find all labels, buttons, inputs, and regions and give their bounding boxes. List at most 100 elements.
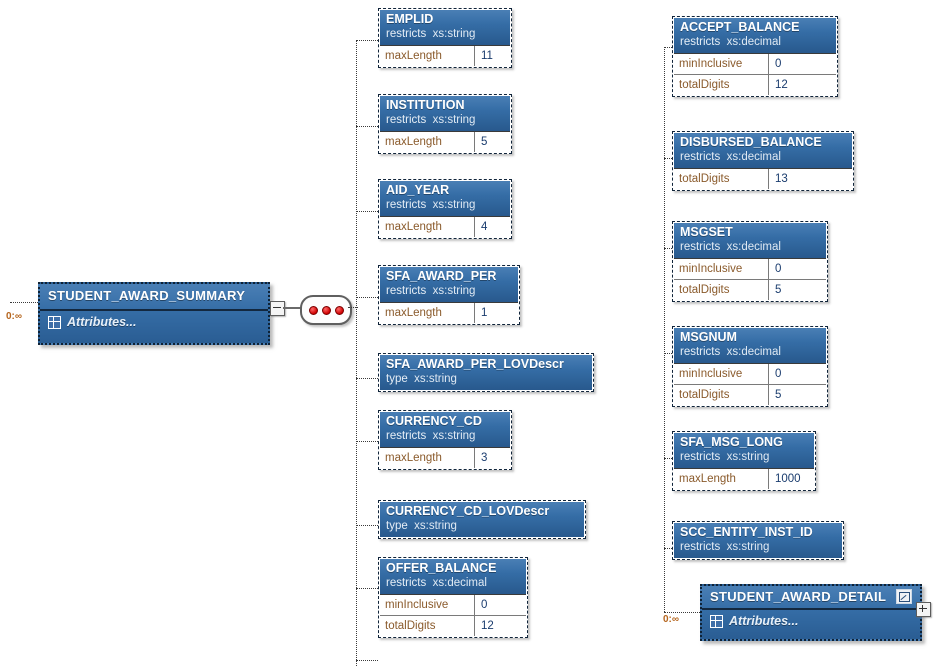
node-type-value: xs:string: [432, 199, 476, 211]
node-header: MSGNUM restricts xs:decimal: [674, 328, 826, 363]
root-attributes-row[interactable]: Attributes...: [40, 311, 268, 334]
node-facets: maxLength 5: [380, 131, 510, 152]
node-currency-cd-lovdescr[interactable]: CURRENCY_CD_LOVDescr type xs:string: [378, 500, 586, 539]
node-type-keyword: type: [386, 373, 408, 385]
facet-row: maxLength 1000: [674, 469, 814, 489]
node-type-keyword: restricts: [386, 285, 427, 297]
sequence-compositor[interactable]: [300, 295, 352, 325]
element-student-award-detail[interactable]: STUDENT_AWARD_DETAIL Attributes...: [700, 584, 922, 641]
node-header: CURRENCY_CD_LOVDescr type xs:string: [380, 502, 584, 537]
facet-row: maxLength 1: [380, 303, 518, 323]
facet-value: 5: [775, 284, 782, 296]
facet-name: minInclusive: [674, 364, 769, 384]
node-type-value: xs:string: [414, 520, 457, 532]
node-type-keyword: restricts: [386, 430, 427, 442]
node-type-keyword: type: [386, 520, 408, 532]
detail-attributes-label: Attributes...: [729, 614, 799, 628]
facet-row: maxLength 3: [380, 448, 510, 468]
node-currency-cd[interactable]: CURRENCY_CD restricts xs:string maxLengt…: [378, 410, 512, 470]
node-header: AID_YEAR restricts xs:string: [380, 181, 510, 216]
node-type: restricts xs:decimal: [386, 576, 520, 591]
node-type: type xs:string: [386, 519, 578, 534]
facet-value: 12: [481, 620, 494, 632]
root-attributes-label: Attributes...: [67, 315, 137, 329]
node-facets: totalDigits 13: [674, 168, 852, 189]
attributes-expand-icon[interactable]: [710, 614, 723, 628]
facet-row: totalDigits 5: [674, 280, 826, 300]
node-name: ACCEPT_BALANCE: [680, 20, 800, 34]
node-sfa-award-per[interactable]: SFA_AWARD_PER restricts xs:string maxLen…: [378, 265, 520, 325]
detail-attributes-row[interactable]: Attributes...: [702, 610, 920, 633]
root-to-sequence-line: [283, 307, 306, 309]
node-header: OFFER_BALANCE restricts xs:decimal: [380, 559, 526, 594]
node-name: CURRENCY_CD: [386, 414, 482, 428]
facet-row: totalDigits 12: [674, 75, 836, 95]
facet-row: minInclusive 0: [674, 259, 826, 280]
node-type-value: xs:decimal: [726, 346, 781, 358]
node-type: restricts xs:string: [386, 284, 512, 299]
node-header: CURRENCY_CD restricts xs:string: [380, 412, 510, 447]
node-facets: maxLength 3: [380, 447, 510, 468]
stub-institution: [356, 126, 378, 127]
facet-row: maxLength 11: [380, 46, 510, 66]
facet-value: 0: [481, 599, 488, 611]
external-link-icon[interactable]: [896, 589, 912, 604]
detail-cardinality-label: 0:∞: [663, 614, 680, 625]
facet-row: totalDigits 5: [674, 385, 826, 405]
node-disbursed-balance[interactable]: DISBURSED_BALANCE restricts xs:decimal t…: [672, 131, 854, 191]
facet-name: minInclusive: [674, 259, 769, 279]
facet-name: maxLength: [380, 46, 475, 66]
element-student-award-summary[interactable]: STUDENT_AWARD_SUMMARY Attributes...: [38, 282, 270, 345]
node-msgnum[interactable]: MSGNUM restricts xs:decimal minInclusive…: [672, 326, 828, 407]
node-scc-entity-inst-id[interactable]: SCC_ENTITY_INST_ID restricts xs:string: [672, 521, 844, 560]
node-header: DISBURSED_BALANCE restricts xs:decimal: [674, 133, 852, 168]
node-header: EMPLID restricts xs:string: [380, 10, 510, 45]
node-name: MSGNUM: [680, 330, 737, 344]
node-offer-balance[interactable]: OFFER_BALANCE restricts xs:decimal minIn…: [378, 557, 528, 638]
sequence-dot-1: [308, 305, 318, 315]
node-sfa-msg-long[interactable]: SFA_MSG_LONG restricts xs:string maxLeng…: [672, 431, 816, 491]
node-type-value: xs:string: [432, 285, 476, 297]
node-msgset[interactable]: MSGSET restricts xs:decimal minInclusive…: [672, 221, 828, 302]
node-type-keyword: restricts: [386, 114, 427, 126]
attributes-expand-icon[interactable]: [48, 315, 61, 329]
node-emplid[interactable]: EMPLID restricts xs:string maxLength 11: [378, 8, 512, 68]
node-facets: maxLength 1: [380, 302, 518, 323]
facet-name: maxLength: [674, 469, 769, 489]
facet-value: 0: [775, 368, 782, 380]
detail-header: STUDENT_AWARD_DETAIL: [702, 586, 920, 610]
facet-row: maxLength 5: [380, 132, 510, 152]
node-name: SFA_MSG_LONG: [680, 435, 783, 449]
node-type-value: xs:string: [726, 451, 770, 463]
node-type-keyword: restricts: [680, 541, 721, 553]
stub-aid-year: [356, 211, 378, 212]
facet-name: maxLength: [380, 448, 475, 468]
node-type-keyword: restricts: [680, 36, 721, 48]
stub-student-award-detail: [664, 612, 700, 613]
facet-name: totalDigits: [380, 616, 475, 636]
root-incoming-line: [10, 302, 40, 303]
root-header: STUDENT_AWARD_SUMMARY: [40, 284, 268, 311]
node-type-value: xs:decimal: [726, 36, 781, 48]
node-type: restricts xs:decimal: [680, 150, 846, 165]
node-institution[interactable]: INSTITUTION restricts xs:string maxLengt…: [378, 94, 512, 154]
facet-name: maxLength: [380, 132, 475, 152]
node-header: SCC_ENTITY_INST_ID restricts xs:string: [674, 523, 842, 558]
detail-expand-toggle[interactable]: [916, 602, 931, 617]
facet-value: 4: [481, 221, 488, 233]
node-type: restricts xs:decimal: [680, 345, 820, 360]
facet-row: minInclusive 0: [674, 364, 826, 385]
facet-name: totalDigits: [674, 169, 769, 189]
node-accept-balance[interactable]: ACCEPT_BALANCE restricts xs:decimal minI…: [672, 16, 838, 97]
node-sfa-award-per-lovdescr[interactable]: SFA_AWARD_PER_LOVDescr type xs:string: [378, 353, 594, 392]
node-header: INSTITUTION restricts xs:string: [380, 96, 510, 131]
facet-value: 12: [775, 79, 788, 91]
facet-value: 5: [775, 389, 782, 401]
node-aid-year[interactable]: AID_YEAR restricts xs:string maxLength 4: [378, 179, 512, 239]
root-cardinality-label: 0:∞: [6, 311, 23, 322]
node-facets: maxLength 4: [380, 216, 510, 237]
root-name: STUDENT_AWARD_SUMMARY: [48, 288, 246, 303]
stub-emplid: [356, 40, 378, 41]
node-type-keyword: restricts: [386, 577, 427, 589]
